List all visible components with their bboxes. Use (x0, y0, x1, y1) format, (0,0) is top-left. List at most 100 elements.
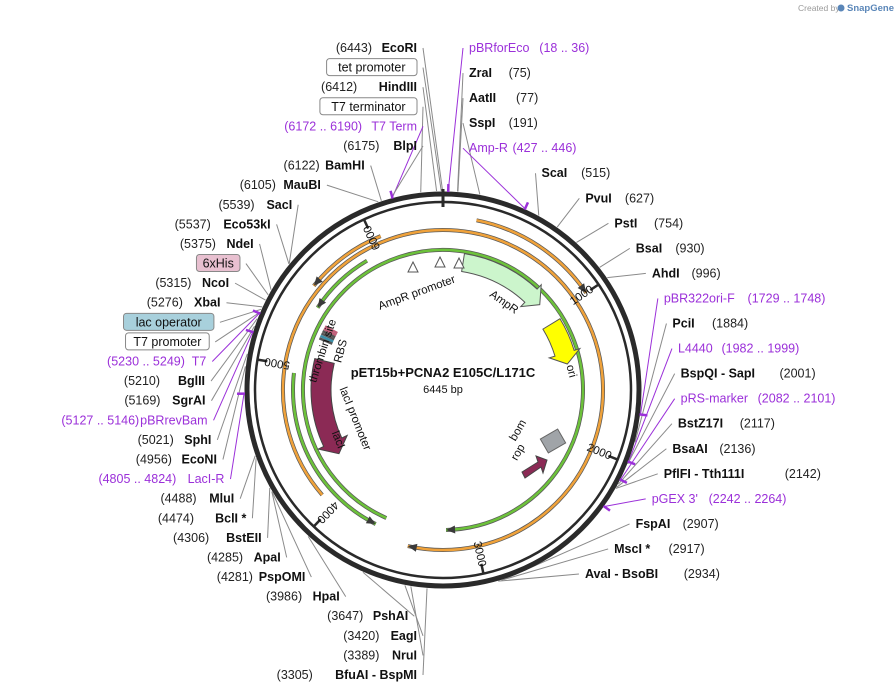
pbrrevbam-primer-mark[interactable] (245, 328, 254, 334)
sgrai-leader (211, 325, 255, 401)
psti-name: PstI (614, 216, 637, 230)
ahdi-name: AhdI (652, 266, 680, 280)
maubi-leader (326, 184, 379, 203)
prs-marker-site-label[interactable]: pRS-marker(2082 .. 2101) (681, 392, 836, 406)
bcli-site-label[interactable]: BclI *(4474) (158, 511, 247, 525)
mcs-mark[interactable] (323, 327, 337, 337)
sphi-site-label[interactable]: SphI(5021) (138, 433, 212, 447)
orf-arc[interactable] (291, 372, 377, 526)
t7-term-primer-mark[interactable] (389, 190, 394, 199)
pspomi-site-label[interactable]: PspOMI(4281) (217, 570, 306, 584)
bspqi-sapi-site-label[interactable]: BspQI - SapI(2001) (681, 367, 816, 381)
orf-arc[interactable] (281, 228, 605, 552)
aatii-site-label[interactable]: AatII(77) (469, 91, 538, 105)
psti-site-label[interactable]: PstI (754) (614, 216, 683, 230)
mcs-mark[interactable] (318, 337, 333, 345)
mcs-mark[interactable] (319, 334, 334, 343)
hpai-position: (3986) (266, 590, 302, 604)
msci-name: MscI * (614, 542, 650, 556)
hindiii-site-label[interactable]: HindIII(6412) (321, 80, 417, 94)
fspai-site-label[interactable]: FspAI(2907) (636, 517, 719, 531)
apai-site-label[interactable]: ApaI(4285) (207, 550, 281, 564)
lac-operator-site-label[interactable]: lac operator (123, 312, 215, 331)
rop-feature-arrow[interactable] (521, 455, 548, 479)
pbrrevbam-range: (5127 .. 5146) (61, 413, 139, 427)
bsai-site-label[interactable]: BsaI(930) (636, 241, 705, 255)
prs-marker-primer-mark[interactable] (619, 478, 628, 484)
bglii-site-label[interactable]: BglII(5210) (124, 374, 205, 388)
pgex-3-range: (2242 .. 2264) (709, 492, 787, 506)
l4440-site-label[interactable]: L4440(1982 .. 1999) (678, 342, 799, 356)
t7-primer-mark[interactable] (252, 309, 261, 315)
6xhis-site-label[interactable]: 6xHis (195, 254, 241, 273)
amp-r-primer-mark[interactable] (523, 201, 530, 211)
saci-site-label[interactable]: SacI(5539) (218, 198, 292, 212)
tet-promoter-site-label[interactable]: tet promoter (326, 58, 418, 77)
blpi-name: BlpI (393, 139, 417, 153)
laci-feature-arrow[interactable] (310, 358, 349, 455)
t7-term-site-label[interactable]: T7 Term(6172 .. 6190) (284, 119, 417, 133)
msci-site-label[interactable]: MscI *(2917) (614, 542, 705, 556)
pbr322ori-f-primer-mark[interactable] (639, 413, 648, 417)
ahdi-position: (996) (691, 266, 720, 280)
nrui-position: (3389) (343, 648, 379, 662)
bstz17i-site-label[interactable]: BstZ17I(2117) (678, 417, 775, 431)
ampr-feature-arrow[interactable] (461, 253, 542, 308)
sspi-site-label[interactable]: SspI(191) (469, 116, 538, 130)
nrui-site-label[interactable]: NruI(3389) (343, 648, 417, 662)
ncoi-site-label[interactable]: NcoI(5315) (155, 276, 229, 290)
mcs-mark[interactable] (324, 325, 338, 335)
pshai-site-label[interactable]: PshAI(3647) (327, 609, 408, 623)
ecori-site-label[interactable]: EcoRI(6443) (336, 41, 417, 55)
bfuai-bspmi-site-label[interactable]: BfuAI - BspMI(3305) (277, 668, 417, 682)
orf-arc[interactable] (476, 219, 588, 294)
mlui-site-label[interactable]: MluI(4488) (160, 492, 234, 506)
promoter-mark[interactable] (407, 260, 419, 273)
xbai-site-label[interactable]: XbaI(5276) (147, 296, 221, 310)
bsai-position: (930) (675, 241, 704, 255)
psti-position: (754) (654, 216, 683, 230)
mcs-mark[interactable] (322, 330, 336, 339)
amp-r-site-label[interactable]: Amp-R(427 .. 446) (469, 141, 576, 155)
laci-r-site-label[interactable]: LacI-R(4805 .. 4824) (98, 472, 224, 486)
orf-arc[interactable] (301, 248, 585, 532)
bamhi-site-label[interactable]: BamHI(6122) (284, 159, 365, 173)
scai-site-label[interactable]: ScaI(515) (542, 166, 611, 180)
t7-terminator-site-label[interactable]: T7 terminator (319, 97, 418, 116)
maubi-site-label[interactable]: MauBI(6105) (240, 178, 321, 192)
promoter-mark[interactable] (434, 255, 446, 268)
eagi-site-label[interactable]: EagI(3420) (343, 629, 417, 643)
zrai-site-label[interactable]: ZraI(75) (469, 66, 531, 80)
t7-promoter-site-label[interactable]: T7 promoter (125, 332, 210, 351)
pgex-3-primer-mark[interactable] (602, 504, 611, 512)
pspomi-name: PspOMI (259, 570, 306, 584)
mcs-mark[interactable] (320, 332, 335, 341)
pflfi-tth111i-site-label[interactable]: PflFI - Tth111I(2142) (664, 467, 821, 481)
l4440-primer-mark[interactable] (627, 460, 636, 466)
avai-bsobi-leader (498, 573, 579, 582)
t7-site-label[interactable]: T7(5230 .. 5249) (107, 355, 206, 369)
sgrai-site-label[interactable]: SgrAI(5169) (124, 394, 205, 408)
pgex-3-site-label[interactable]: pGEX 3'(2242 .. 2264) (652, 492, 787, 506)
eco53ki-site-label[interactable]: Eco53kI(5537) (175, 217, 271, 231)
pcii-site-label[interactable]: PciI(1884) (672, 317, 748, 331)
pflfi-tth111i-leader (615, 473, 658, 489)
pvui-site-label[interactable]: PvuI(627) (585, 191, 654, 205)
blpi-site-label[interactable]: BlpI(6175) (343, 139, 417, 153)
pbrrevbam-site-label[interactable]: pBRrevBam(5127 .. 5146) (61, 413, 207, 427)
ndei-site-label[interactable]: NdeI(5375) (180, 237, 254, 251)
avai-bsobi-site-label[interactable]: AvaI - BsoBI(2934) (585, 567, 720, 581)
ahdi-site-label[interactable]: AhdI (996) (652, 266, 721, 280)
hpai-site-label[interactable]: HpaI(3986) (266, 590, 340, 604)
promoter-mark[interactable] (453, 256, 465, 269)
pbrforeco-site-label[interactable]: pBRforEco(18 .. 36) (469, 41, 589, 55)
econi-site-label[interactable]: EcoNI(4956) (136, 452, 217, 466)
bsaai-site-label[interactable]: BsaAI(2136) (672, 442, 755, 456)
pbr322ori-f-site-label[interactable]: pBR322ori-F(1729 .. 1748) (664, 291, 826, 305)
t7-term-name: T7 Term (371, 119, 417, 133)
ecori-leader (422, 47, 444, 192)
bsteii-site-label[interactable]: BstEII(4306) (173, 531, 262, 545)
ori-feature-arrow[interactable] (542, 318, 582, 365)
lac-operator-box (123, 312, 215, 331)
bom-feature-box[interactable] (539, 428, 567, 454)
